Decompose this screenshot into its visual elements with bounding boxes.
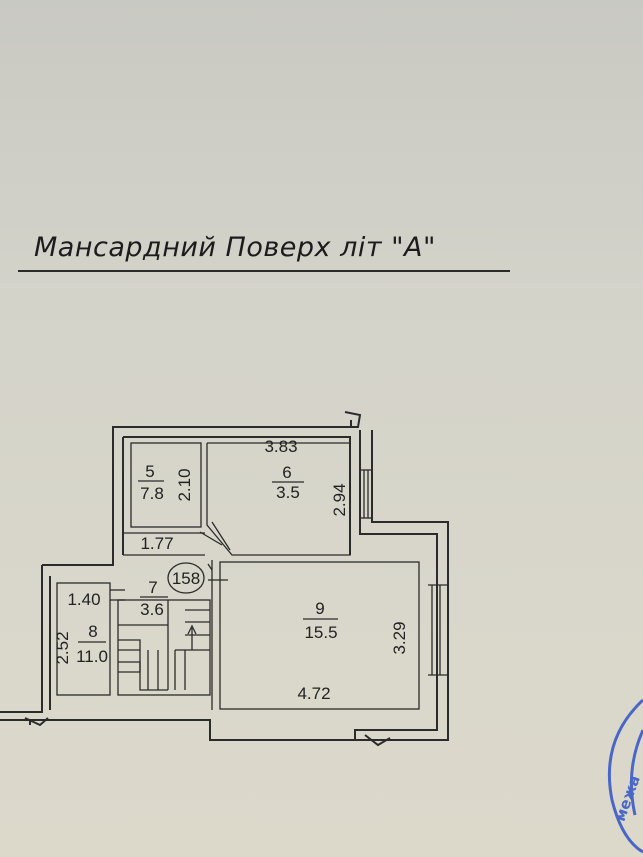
room-7-number: 5 (145, 462, 154, 481)
door-9 (207, 563, 228, 581)
room-6-number: 8 (88, 622, 97, 641)
room-6-depth: 2.52 (53, 631, 72, 664)
stamp (607, 698, 643, 854)
building-number: 158 (172, 569, 200, 588)
room-9-number: 9 (315, 599, 324, 618)
room-6-width: 1.40 (67, 590, 100, 609)
room-5-number: 7 (148, 578, 157, 597)
room-9-outline (219, 561, 420, 710)
title-underline (18, 270, 510, 272)
room-9-area: 15.5 (304, 623, 337, 642)
room-7-area: 7.8 (140, 484, 164, 503)
room-5-area: 3.6 (140, 600, 164, 619)
plan-title: Мансардний Поверх літ "А" (34, 232, 436, 263)
room-8-number: 6 (282, 463, 291, 482)
room-8-width: 3.83 (264, 437, 297, 456)
window-right-lower (428, 584, 448, 676)
room-7-outline (130, 442, 202, 528)
room-8-depth: 2.94 (330, 483, 349, 516)
room-6-area: 11.0 (76, 647, 108, 666)
window-right-upper (360, 469, 372, 519)
room-9-depth: 3.29 (390, 621, 409, 654)
outer-walls (0, 411, 449, 747)
building-number-circle (167, 562, 205, 594)
door-8 (199, 521, 231, 551)
room-6-outline (56, 582, 111, 696)
room-8-outline (206, 442, 351, 556)
room-9-width: 4.72 (297, 684, 330, 703)
staircase (117, 599, 211, 696)
room-7-depth: 2.10 (175, 468, 194, 501)
room-8-area: 3.5 (276, 483, 300, 502)
stamp-text: межа (611, 773, 643, 824)
hall-width: 1.77 (140, 534, 173, 553)
